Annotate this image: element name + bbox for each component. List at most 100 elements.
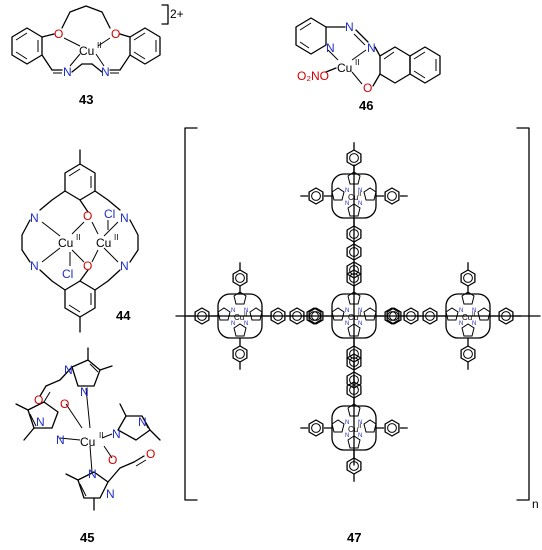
- compound-label-45: 45: [80, 530, 94, 545]
- tolyl-ring: [308, 187, 324, 205]
- pyrrole-ring: [363, 419, 377, 433]
- atom-o: O: [83, 259, 92, 273]
- oxidation-state: II: [114, 233, 118, 242]
- oxidation-state: II: [76, 233, 80, 242]
- atom-n: N: [459, 308, 463, 314]
- atom-n: N: [101, 65, 110, 79]
- atom-cu: Cu: [234, 313, 244, 322]
- pyrrole-ring: [347, 403, 361, 417]
- atom-n: N: [30, 211, 39, 225]
- nitrate-ligand: O₂NO: [297, 69, 329, 83]
- aromatic-circle: [501, 311, 511, 321]
- pyrrole-ring: [363, 307, 377, 321]
- atom-n: N: [63, 65, 72, 79]
- atom-n: N: [358, 201, 362, 207]
- aromatic-circle: [309, 311, 319, 321]
- compound-43: O O N N Cu II 2+ 43: [11, 4, 184, 107]
- atom-cu: Cu: [348, 425, 358, 434]
- atom-n: N: [244, 321, 248, 327]
- pyrrole-ring: [331, 307, 345, 321]
- atom-n: N: [358, 321, 362, 327]
- atom-cl: Cl: [104, 207, 115, 221]
- atom-n: N: [345, 308, 349, 314]
- atom-cu: Cu: [80, 435, 95, 449]
- aromatic-circle: [349, 375, 359, 385]
- linker-phenyl: [346, 261, 362, 279]
- linker-phenyl: [306, 307, 322, 325]
- aromatic-circle: [406, 311, 416, 321]
- oxidation-state: II: [355, 58, 359, 67]
- compound-label-47: 47: [347, 530, 361, 545]
- atom-cu: Cu: [348, 193, 358, 202]
- aromatic-circle: [273, 311, 283, 321]
- oxidation-state: II: [358, 424, 362, 430]
- linker-phenyl: [346, 353, 362, 371]
- pyrrole-ring: [347, 171, 361, 185]
- atom-n: N: [244, 308, 248, 314]
- pyrrole-ring: [445, 307, 459, 321]
- compound-label-46: 46: [359, 98, 373, 113]
- aromatic-circle: [235, 273, 245, 283]
- aromatic-circle: [349, 385, 359, 395]
- tolyl-ring: [194, 307, 210, 325]
- atom-n: N: [358, 433, 362, 439]
- atom-o-carbonyl: O: [146, 447, 155, 461]
- atom-n: N: [36, 415, 45, 429]
- pyrrole-ring: [347, 435, 361, 449]
- pyrrole-ring: [363, 187, 377, 201]
- atom-cu: Cu: [348, 313, 358, 322]
- linker-phenyl: [346, 243, 362, 261]
- tolyl-ring: [308, 419, 324, 437]
- oxidation-state: II: [472, 312, 476, 318]
- porphyrin-macrocycle: [331, 173, 377, 219]
- pyrrole-ring: [347, 323, 361, 337]
- aromatic-circle: [463, 349, 473, 359]
- tolyl-ring: [384, 187, 400, 205]
- atom-cu: Cu: [337, 61, 352, 75]
- compound-46: N N N Cu II O O₂NO 46: [295, 17, 441, 113]
- atom-o-carbonyl: O: [34, 393, 43, 407]
- atom-n: N: [358, 308, 362, 314]
- atom-n: N: [120, 259, 129, 273]
- atom-n: N: [231, 308, 235, 314]
- atom-n: N: [459, 321, 463, 327]
- repeat-unit-n: n: [532, 497, 539, 511]
- atom-o: O: [60, 397, 69, 411]
- atom-n: N: [345, 321, 349, 327]
- atom-n: N: [56, 433, 65, 447]
- tolyl-ring: [346, 149, 362, 167]
- atom-n: N: [367, 41, 376, 55]
- atom-n: N: [231, 321, 235, 327]
- pyrrole-ring: [477, 307, 491, 321]
- atom-n: N: [64, 363, 73, 377]
- atom-n: N: [345, 20, 354, 34]
- tolyl-ring: [232, 269, 248, 287]
- tolyl-ring: [460, 269, 476, 287]
- tolyl-ring: [384, 307, 400, 325]
- porphyrin-macrocycle: [331, 405, 377, 451]
- compound-44: N N N N O O Cu II Cu II Cl Cl 44: [21, 149, 139, 333]
- aromatic-circle: [311, 191, 321, 201]
- aromatic-circle: [197, 311, 207, 321]
- atom-cu: Cu: [96, 236, 111, 250]
- atom-n: N: [112, 427, 121, 441]
- pyrrole-ring: [233, 323, 247, 337]
- aromatic-circle: [349, 461, 359, 471]
- atom-o: O: [54, 27, 63, 41]
- aromatic-circle: [349, 273, 359, 283]
- atom-cl: Cl: [62, 267, 73, 281]
- atom-n: N: [358, 188, 362, 194]
- atom-o: O: [108, 453, 117, 467]
- oxidation-state: II: [97, 41, 101, 50]
- atom-n: N: [88, 467, 97, 481]
- aromatic-circle: [349, 229, 359, 239]
- oxidation-state: II: [358, 312, 362, 318]
- linker-phenyl: [386, 307, 402, 325]
- atom-n: N: [472, 308, 476, 314]
- oxidation-state: II: [99, 431, 103, 440]
- linker-phenyl: [346, 371, 362, 389]
- aromatic-circle: [349, 265, 359, 275]
